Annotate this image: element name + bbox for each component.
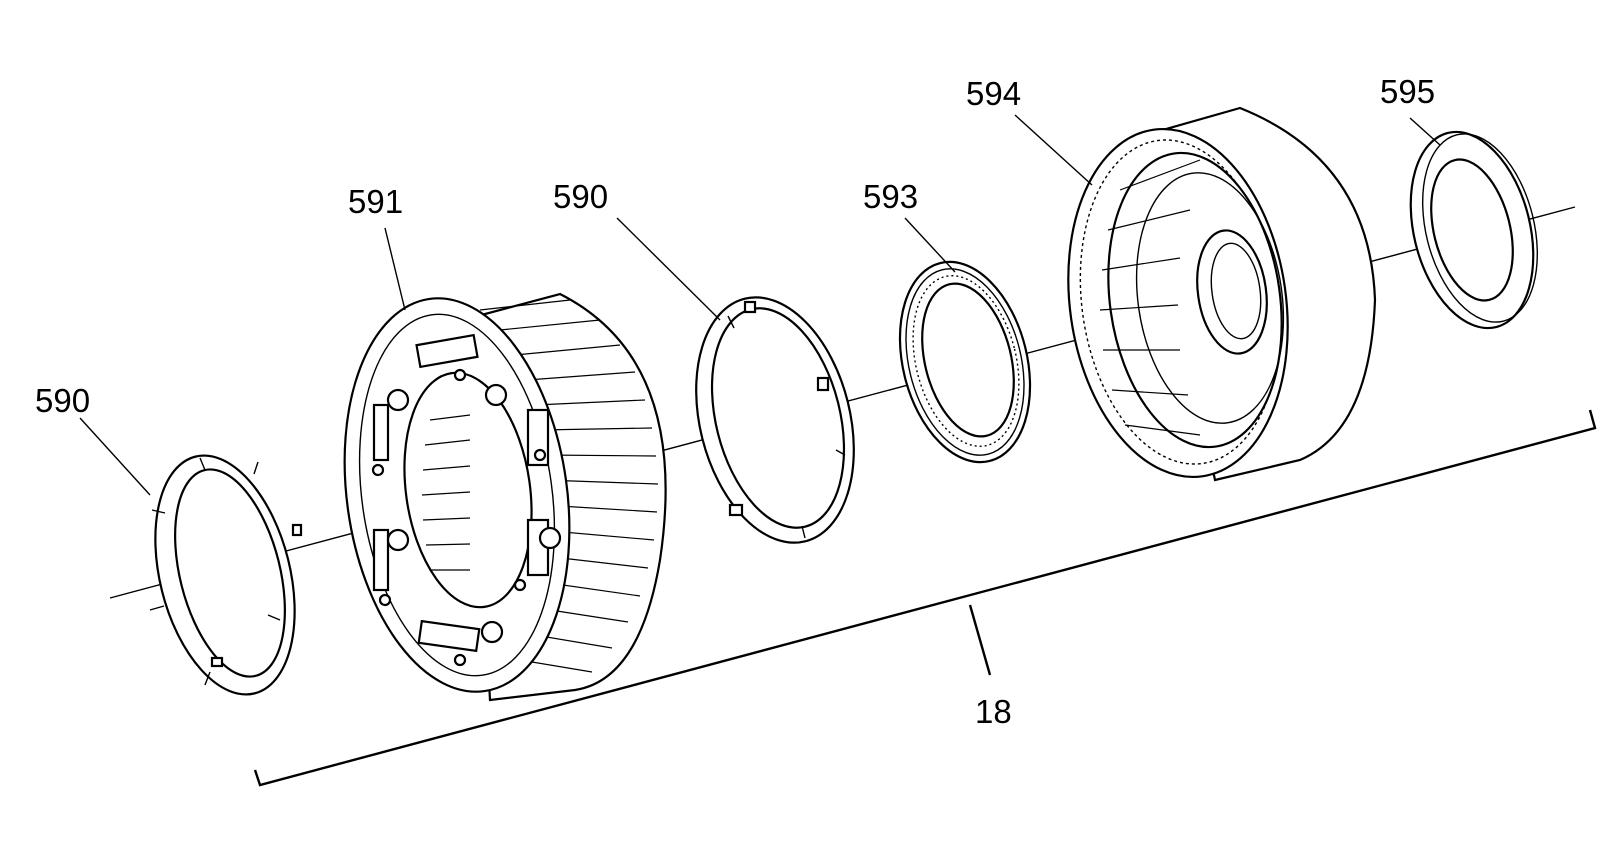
sun-gear-drum [343, 292, 667, 702]
thrust-washer-left [149, 454, 303, 696]
callout-594: 594 [966, 75, 1021, 112]
callout-593: 593 [863, 178, 918, 215]
bearing-race [1409, 130, 1539, 330]
leader-lines [79, 114, 1441, 496]
callout-595: 595 [1380, 73, 1435, 110]
thrust-washer-right [695, 296, 855, 544]
callout-18: 18 [975, 693, 1012, 730]
assembly-bracket [253, 409, 1597, 787]
needle-thrust-bearing [898, 260, 1032, 464]
ring-gear-inner-teeth [1099, 159, 1201, 436]
ring-gear [1067, 106, 1377, 482]
callout-591: 591 [348, 183, 403, 220]
callout-590-right: 590 [553, 178, 608, 215]
inner-spline-teeth [421, 414, 471, 571]
callout-590-left: 590 [35, 382, 90, 419]
